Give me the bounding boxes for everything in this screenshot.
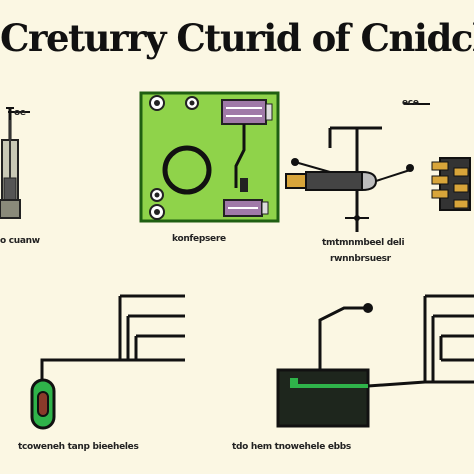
left-component-label: o cuanw — [0, 236, 40, 246]
center-label-line-2: rwnnbrsuesr — [330, 254, 391, 264]
green-circuit-board — [139, 91, 280, 223]
center-label-line-1: tmtmnmbeel deli — [322, 238, 405, 248]
board-label: konfepsere — [172, 234, 226, 244]
lower-right-wiring — [276, 294, 474, 428]
diagram-title: Creturry Cturid of Cnidckik — [0, 16, 474, 60]
left-sensor-component — [0, 107, 30, 219]
lower-right-label: tdo hem tnowehele ebbs — [232, 442, 351, 452]
top-right-tag: ece — [402, 98, 419, 108]
top-left-tag: oe — [14, 108, 26, 118]
lower-left-label: tcoweneh tanp bieeheles — [18, 442, 139, 452]
gold-pin-connector — [431, 157, 471, 211]
transistor-probe-component — [285, 103, 430, 232]
lower-left-wiring — [30, 294, 185, 430]
